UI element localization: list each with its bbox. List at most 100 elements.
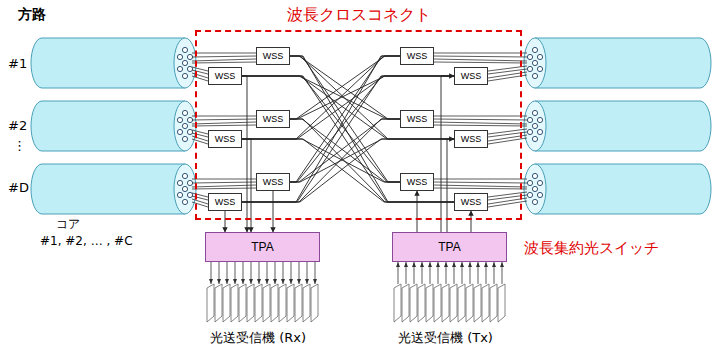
transceiver-card (223, 284, 230, 322)
mesh-line (242, 56, 400, 139)
tx-arrowhead (436, 262, 440, 267)
label-text: #1, #2, … , #C (40, 234, 133, 248)
wss-box: WSS (454, 67, 488, 85)
label-text: 光送受信機 (Tx) (398, 329, 493, 347)
transceiver-card (418, 284, 425, 322)
tx-arrowhead (484, 262, 488, 267)
mesh-line (242, 76, 454, 139)
cross-connect-region: 波長クロスコネクトWSSWSSWSSWSSWSSWSSWSSWSSWSSWSSW… (195, 30, 522, 220)
rx-arrowhead (313, 279, 317, 284)
box-label: WSS (461, 134, 482, 144)
transceiver-card (311, 284, 318, 322)
transceiver-card (271, 284, 278, 322)
region-heading: 波長クロスコネクト (197, 5, 520, 26)
transceiver-card (231, 284, 238, 322)
transceiver-card (239, 284, 246, 322)
rx-arrowhead (305, 279, 309, 284)
transceiver-card (458, 284, 465, 322)
transceiver-card (466, 284, 473, 322)
box-label: WSS (407, 51, 428, 61)
mesh-line (290, 76, 454, 182)
transceiver-card (426, 284, 433, 322)
tx-arrowhead (452, 262, 456, 267)
transceiver-card (255, 284, 262, 322)
label-text: コア (56, 216, 80, 233)
tx-arrowhead (468, 262, 472, 267)
transceiver-card (279, 284, 286, 322)
transceiver-card (295, 284, 302, 322)
tx-arrowhead (396, 262, 400, 267)
wss-box: WSS (454, 130, 488, 148)
mesh-line (242, 139, 454, 202)
tx-arrowhead (476, 262, 480, 267)
mesh-line (242, 76, 454, 202)
transceiver-card (215, 284, 222, 322)
tx-arrowhead (404, 262, 408, 267)
wss-box: WSS (400, 47, 434, 65)
tx-arrowhead (492, 262, 496, 267)
transceiver-card (490, 284, 497, 322)
tx-arrowhead (412, 262, 416, 267)
wss-box: WSS (400, 173, 434, 191)
rx-arrowhead (209, 279, 213, 284)
label-text: #2 (8, 118, 27, 133)
transceiver-card (442, 284, 449, 322)
transceiver-card (402, 284, 409, 322)
rx-arrowhead (249, 279, 253, 284)
label-text: ⋮ (13, 138, 26, 153)
label-text: #1 (8, 56, 27, 71)
box-label: WSS (215, 71, 236, 81)
tx-arrowhead (500, 262, 504, 267)
box-label: WSS (215, 134, 236, 144)
rx-arrowhead (297, 279, 301, 284)
rx-arrowhead (241, 279, 245, 284)
mesh-line (242, 139, 454, 202)
box-label: TPA (438, 240, 460, 254)
wss-box: WSS (208, 130, 242, 148)
box-label: TPA (251, 240, 273, 254)
transceiver-card (287, 284, 294, 322)
tx-arrowhead (420, 262, 424, 267)
wss-box: WSS (256, 47, 290, 65)
mesh-line (242, 76, 454, 202)
drop-add-arrow (417, 191, 418, 232)
mesh-line (242, 76, 454, 139)
rx-arrowhead (273, 279, 277, 284)
transceiver-card (450, 284, 457, 322)
transceiver-card (474, 284, 481, 322)
drop-add-arrow (242, 76, 247, 232)
label-text: 光送受信機 (Rx) (210, 329, 306, 347)
transceiver-card (247, 284, 254, 322)
tpa-switch: TPA (392, 232, 507, 262)
tpa-switch: TPA (205, 232, 320, 262)
transceiver-card (434, 284, 441, 322)
wss-box: WSS (208, 67, 242, 85)
rx-arrowhead (225, 279, 229, 284)
tx-arrowhead (444, 262, 448, 267)
box-label: WSS (215, 197, 236, 207)
drop-add-arrow (471, 211, 472, 232)
box-label: WSS (461, 71, 482, 81)
transceiver-card (482, 284, 489, 322)
label-text: 方路 (18, 6, 46, 24)
transceiver-card (303, 284, 310, 322)
mesh-line (290, 119, 400, 182)
mesh-line (242, 119, 400, 202)
box-label: WSS (263, 177, 284, 187)
transceiver-card (394, 284, 401, 322)
transceiver-card (207, 284, 214, 322)
box-label: WSS (263, 51, 284, 61)
wss-box: WSS (256, 110, 290, 128)
rx-arrowhead (217, 279, 221, 284)
transceiver-card (263, 284, 270, 322)
rx-arrowhead (281, 279, 285, 284)
drop-add-arrow (273, 191, 274, 232)
wss-box: WSS (208, 193, 242, 211)
drop-add-arrow (441, 76, 454, 232)
tx-arrowhead (428, 262, 432, 267)
box-label: WSS (461, 197, 482, 207)
rx-arrowhead (233, 279, 237, 284)
rx-arrowhead (265, 279, 269, 284)
label-text: #D (8, 180, 29, 195)
